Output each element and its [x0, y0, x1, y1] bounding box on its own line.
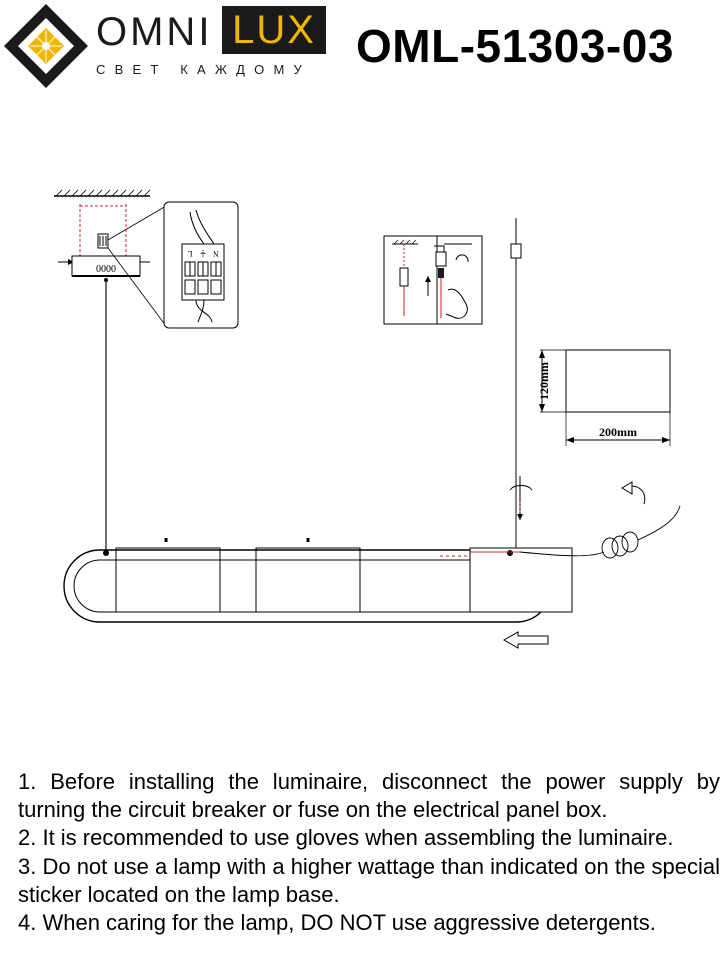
- left-arrow-icon: [502, 631, 549, 649]
- instruction-item: 2. It is recommended to use gloves when …: [18, 825, 674, 851]
- brand-name-lux: LUX: [222, 6, 326, 54]
- luminaire-body: [63, 538, 573, 623]
- safety-instructions: 1. Before installing the luminaire, disc…: [18, 768, 720, 937]
- canopy-marking: 0000: [96, 264, 116, 275]
- rotate-arrow-icon: [621, 481, 646, 505]
- brand-name-omni: OMNI: [96, 10, 213, 54]
- instruction-item: 1. Before installing the luminaire, disc…: [18, 769, 720, 823]
- cable-lock-detail: [383, 235, 483, 325]
- omnilux-logo-icon: [4, 4, 88, 88]
- terminal-block-detail: N ⏚ L: [163, 201, 239, 329]
- model-number: OML-51303-03: [356, 20, 674, 72]
- instruction-item: 4. When caring for the lamp, DO NOT use …: [18, 910, 656, 936]
- terminal-label-n: N: [213, 249, 219, 258]
- terminal-label-ground: ⏚: [199, 249, 207, 258]
- brand-tagline: СВЕТ КАЖДОМУ: [96, 62, 311, 77]
- assembly-diagram: 0000 N ⏚ L: [54, 189, 681, 649]
- dimension-width: 200mm: [599, 425, 637, 439]
- instruction-item: 3. Do not use a lamp with a higher watta…: [18, 853, 721, 907]
- terminal-label-l: L: [187, 249, 192, 258]
- cable-coil: [519, 505, 681, 559]
- dimension-box: 120mm 200mm: [537, 349, 671, 446]
- dimension-height: 120mm: [537, 362, 551, 400]
- right-suspension: [509, 218, 533, 552]
- ceiling-mount-diagram: 0000: [54, 189, 167, 552]
